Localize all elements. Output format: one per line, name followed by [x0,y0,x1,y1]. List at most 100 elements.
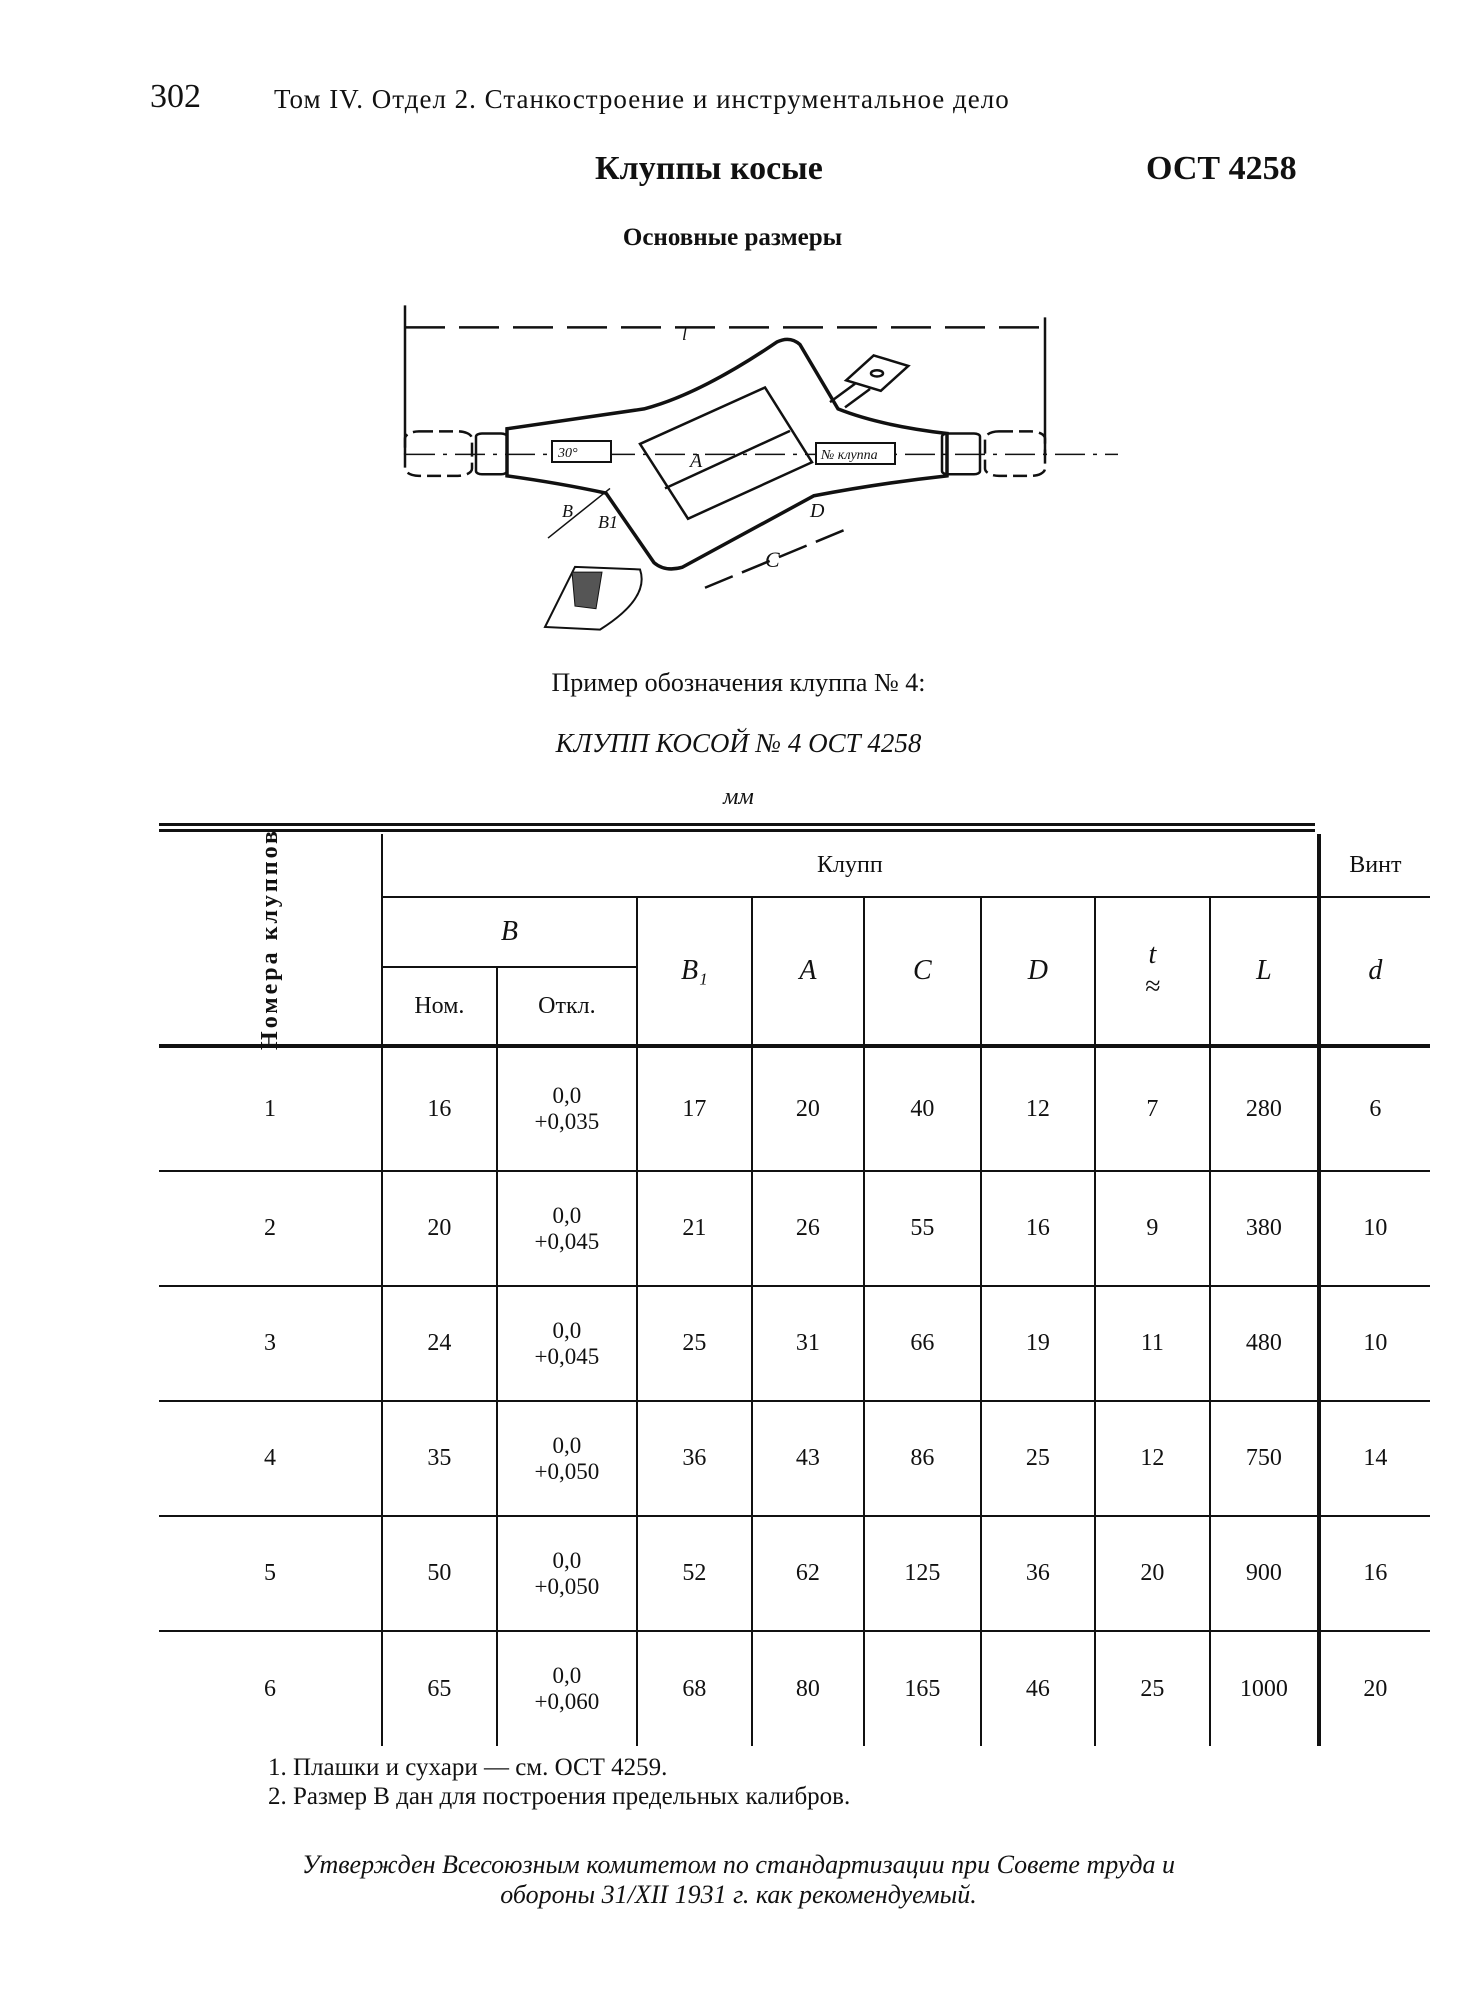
cell-a: 20 [750,1046,864,1172]
cell-c: 40 [862,1046,981,1172]
hatched-section [572,572,602,609]
approval-footer: Утвержден Всесоюзным комитетом по станда… [0,1850,1477,1910]
subtitle: Основные размеры [0,224,1477,252]
cell-b-nom: 20 [380,1171,497,1287]
dim-label-a: A [688,450,703,472]
header-vint: Винт [1316,834,1430,898]
cell-t: 9 [1093,1171,1210,1287]
cell-b-tolerance: 0,0+0,050 [495,1401,637,1517]
cell-d: 14 [1316,1401,1430,1517]
right-nut [942,433,980,474]
cell-d: 36 [979,1516,1095,1632]
cell-b1: 68 [635,1631,752,1746]
cell-l: 280 [1208,1046,1319,1172]
dim-line-c [705,528,850,588]
tap-wrench-drawing: l 30° № клуппа C D A B B1 t [0,0,1477,700]
section-view [545,567,642,630]
tolerance-upper: 0,0 [552,1317,582,1343]
cell-c: 66 [862,1286,981,1402]
notes: 1. Плашки и сухари — см. ОСТ 4259. 2. Ра… [268,1753,850,1811]
example-label: Пример обозначения клуппа № 4: [551,668,926,697]
cell-l: 750 [1208,1401,1319,1517]
tolerance-upper: 0,0 [552,1202,582,1228]
cell-d: 10 [1316,1171,1430,1287]
dimensions-table: Номера клуппов Клупп Винт B B₁ A C D t≈ … [159,828,1430,1746]
drawing-shapes [405,305,1118,629]
units-label: мм [723,784,754,810]
cell-n: 2 [159,1171,382,1287]
header-b-nom: Ном. [380,967,497,1048]
left-handle [405,431,472,475]
cell-d: 16 [979,1171,1095,1287]
right-handle [985,431,1045,475]
cell-b1: 17 [635,1046,752,1172]
standard-number: ОСТ 4258 [1146,150,1297,187]
dim-label-d: D [809,500,825,522]
cell-d: 6 [1316,1046,1430,1172]
header-b-otkl: Откл. [495,967,637,1048]
page-title: Клуппы косые [595,150,823,187]
header-a: A [750,897,864,1048]
cell-l: 480 [1208,1286,1319,1402]
tolerance-lower: +0,060 [534,1689,600,1714]
cell-t: 20 [1093,1516,1210,1632]
note-1: 1. Плашки и сухари — см. ОСТ 4259. [268,1754,668,1781]
header-l: L [1208,897,1319,1048]
note-2: 2. Размер B дан для построения предельны… [268,1783,851,1810]
cell-d: 10 [1316,1286,1430,1402]
cell-t: 25 [1093,1631,1210,1746]
tolerance-lower: +0,045 [534,1343,600,1369]
cell-b-tolerance: 0,0+0,050 [495,1516,637,1632]
cell-c: 86 [862,1401,981,1517]
dim-label-b1: B1 [598,512,618,532]
cell-b-nom: 50 [380,1516,497,1632]
footer-line-1: Утвержден Всесоюзным комитетом по станда… [301,1850,1176,1879]
header-row-numbers-text: Номера клуппов [256,827,283,1050]
cell-b1: 21 [635,1171,752,1287]
header-b1: B₁ [635,897,752,1048]
header-t-approx: ≈ [1144,971,1161,1002]
running-title: Том IV. Отдел 2. Станкостроение и инстру… [274,84,1010,114]
clupp-body [507,339,947,569]
cell-d: 16 [1316,1516,1430,1632]
cell-b-nom: 16 [380,1046,497,1172]
tolerance-upper: 0,0 [552,1432,582,1458]
angle-mark-label: 30° [557,446,578,461]
cell-a: 80 [750,1631,864,1746]
cell-b-tolerance: 0,0+0,045 [495,1171,637,1287]
header-klupp: Клупп [380,834,1319,898]
header-t: t≈ [1093,897,1210,1048]
cell-n: 5 [159,1516,382,1632]
clamp-screw [845,389,870,407]
cell-n: 1 [159,1046,382,1172]
dim-label-b: B [562,501,573,521]
tolerance-lower: +0,045 [534,1228,600,1254]
cell-b-nom: 65 [380,1631,497,1746]
header-d: D [979,897,1095,1048]
dim-line-b [548,488,610,538]
header-row-numbers: Номера клуппов [159,828,382,1049]
cell-l: 1000 [1208,1631,1319,1746]
header-c: C [862,897,981,1048]
header-t-symbol: t [1148,939,1157,970]
cell-n: 6 [263,1675,276,1702]
cell-c: 125 [862,1516,981,1632]
designation-example: КЛУПП КОСОЙ № 4 ОСТ 4258 [555,728,922,758]
header-d-screw: d [1316,897,1430,1048]
tolerance-lower: +0,035 [534,1109,600,1134]
dim-label-l: l [682,324,687,344]
cell-b-nom: 35 [380,1401,497,1517]
cell-t: 7 [1093,1046,1210,1172]
cell-a: 43 [750,1401,864,1517]
page-number: 302 [150,78,201,115]
cell-b-nom: 24 [380,1286,497,1402]
tolerance-lower: +0,050 [534,1458,600,1484]
clamp-screw-hole [871,370,883,376]
cell-d: 46 [979,1631,1095,1746]
cell-l: 900 [1208,1516,1319,1632]
